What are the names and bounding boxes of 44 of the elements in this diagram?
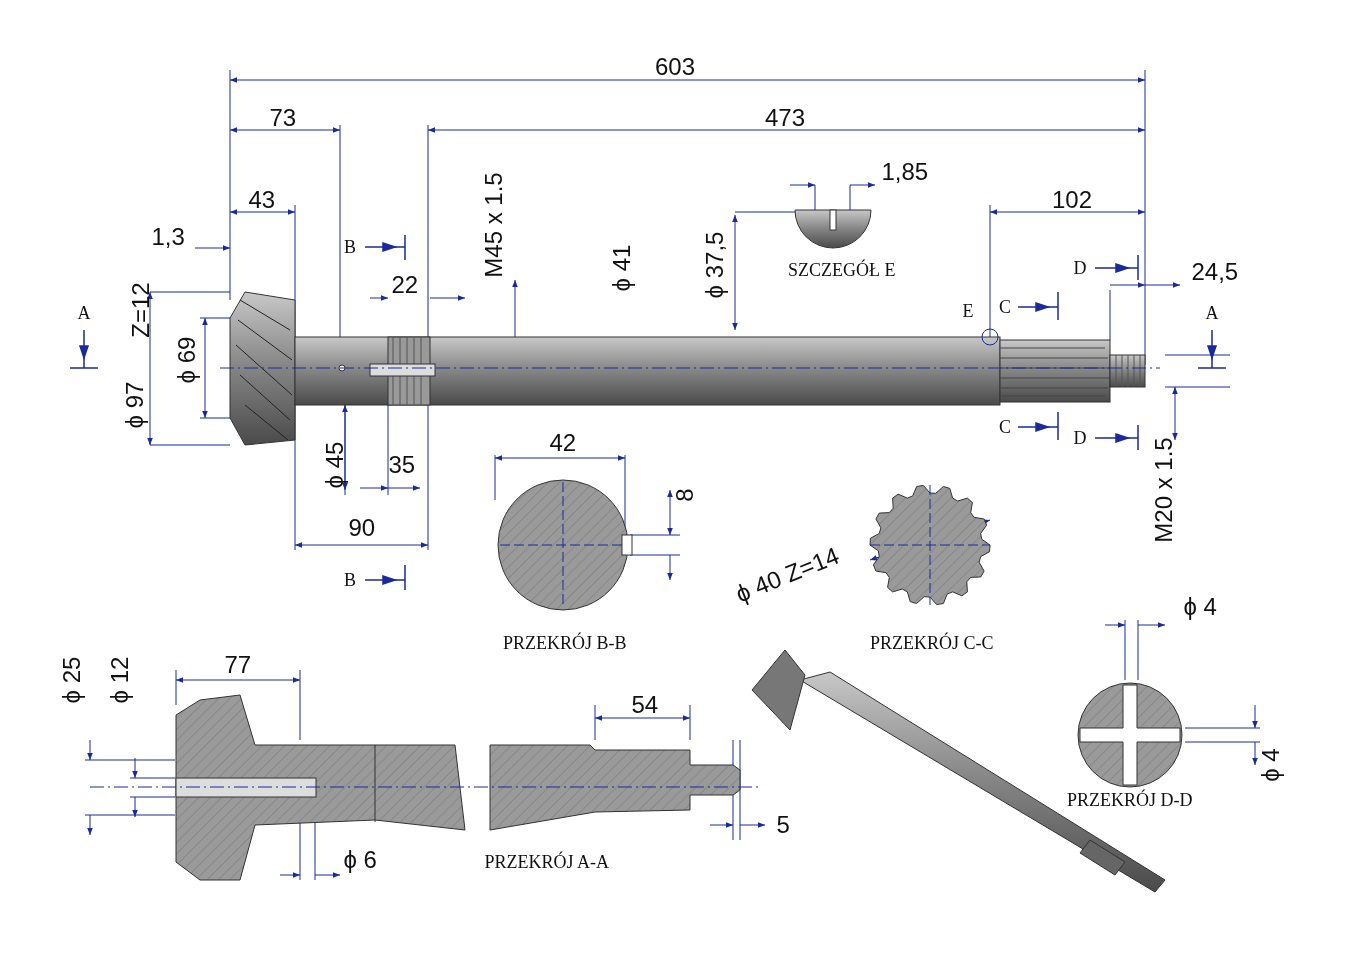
view-title: PRZEKRÓJ A-A: [484, 853, 609, 871]
dimension-label: ϕ 41: [609, 244, 634, 292]
dimension-label: Z=12: [128, 282, 153, 338]
dimension-label: 1,85: [881, 160, 929, 184]
dimension-label: ϕ 6: [343, 848, 377, 872]
section-letter: D: [1073, 259, 1087, 277]
dimension-label: 22: [391, 273, 419, 297]
section-letter: C: [999, 418, 1011, 436]
dimension-label: ϕ 40 Z=14: [731, 543, 842, 607]
dimension-label: 473: [765, 106, 806, 130]
section-letter: B: [344, 238, 356, 256]
dimension-label: ϕ 4: [1183, 595, 1217, 619]
dimension-label: 43: [248, 188, 276, 212]
view-title: PRZEKRÓJ D-D: [1067, 791, 1193, 809]
dimension-label: ϕ 25: [59, 656, 84, 704]
dimension-label: 42: [549, 431, 577, 455]
view-title: SZCZEGÓŁ E: [788, 261, 896, 279]
dimension-label: 54: [631, 693, 659, 717]
dimension-label: 90: [348, 516, 376, 540]
dimension-label: 5: [776, 813, 790, 837]
dimension-label: 102: [1052, 188, 1093, 212]
dimension-label: 77: [224, 653, 252, 677]
dimension-label: M45 x 1.5: [481, 172, 506, 278]
section-letter: C: [999, 298, 1011, 316]
dimension-label: ϕ 4: [1258, 748, 1283, 782]
section-letter: D: [1073, 429, 1087, 447]
section-letter: E: [962, 302, 974, 320]
dimension-label: 8: [672, 488, 697, 502]
dimension-label: ϕ 97: [122, 381, 147, 429]
dimension-label: 24,5: [1191, 260, 1239, 284]
section-letter: B: [344, 571, 356, 589]
dimension-label: 35: [388, 453, 416, 477]
view-title: PRZEKRÓJ B-B: [503, 634, 627, 652]
dimension-label: 1,3: [151, 225, 185, 249]
section-letter: A: [77, 304, 91, 322]
view-title: PRZEKRÓJ C-C: [870, 634, 994, 652]
dimension-label: ϕ 69: [174, 336, 199, 384]
dimension-label: ϕ 45: [322, 441, 347, 489]
dimension-label: 73: [269, 106, 297, 130]
dimension-label: 603: [655, 55, 696, 79]
section-letter: A: [1205, 304, 1219, 322]
dimension-label: ϕ 37,5: [702, 231, 727, 299]
dimension-label: M20 x 1.5: [1151, 437, 1176, 543]
dimension-label: ϕ 12: [107, 656, 132, 704]
